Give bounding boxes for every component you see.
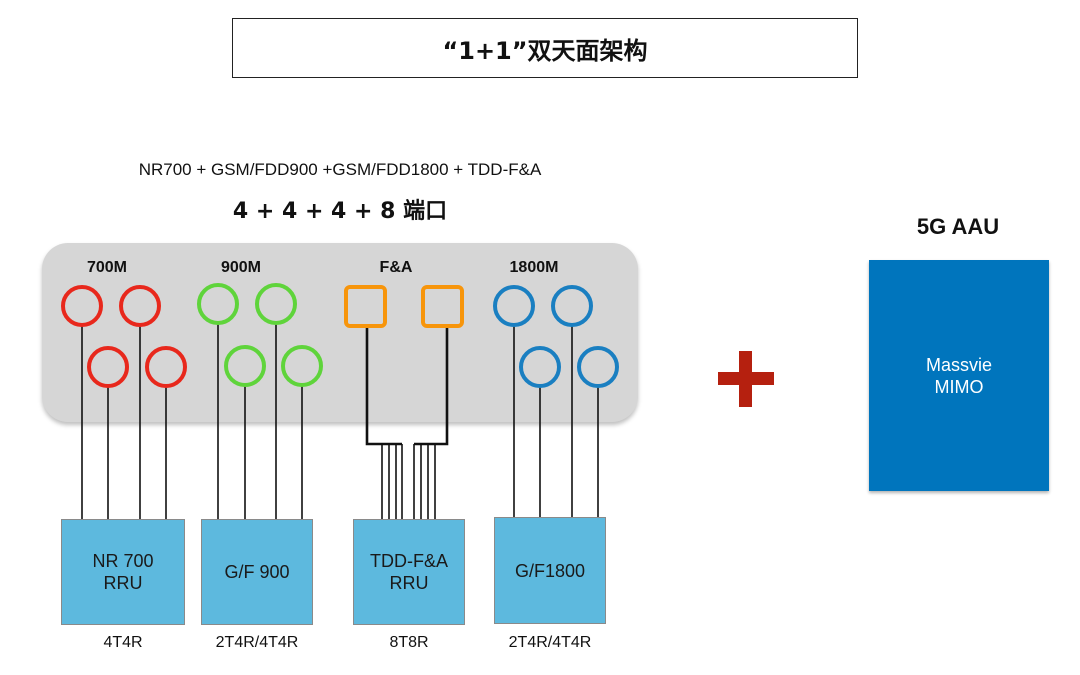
aau-label: 5G AAU [916,214,1000,239]
band-label-1800: 1800M [509,259,559,276]
rru-tdd-fa: TDD-F&A RRU [353,519,465,625]
antenna-port-circle [519,346,561,388]
bands-subtitle: NR700 + GSM/FDD900 +GSM/FDD1800 + TDD-F&… [138,160,542,179]
config-gf900: 2T4R/4T4R [215,634,299,651]
fa-bundle-right [414,327,449,446]
band-label-900: 900M [220,259,262,276]
plus-icon [718,351,774,407]
antenna-port-circle [577,346,619,388]
diagram-title: “1+1”双天面架构 [232,18,858,78]
antenna-port-circle [224,345,266,387]
antenna-port-circle [197,283,239,325]
antenna-port-square [344,285,387,328]
fa-bundle-left [365,327,402,446]
aau-box: Massvie MIMO [869,260,1049,491]
antenna-port-circle [493,285,535,327]
config-nr700: 4T4R [103,634,143,651]
antenna-port-circle [119,285,161,327]
rru-gf900: G/F 900 [201,519,313,625]
ports-summary: 4 + 4 + 4 + 8 端口 [232,199,448,224]
config-gf1800: 2T4R/4T4R [508,634,592,651]
antenna-port-circle [255,283,297,325]
antenna-port-circle [87,346,129,388]
antenna-port-circle [145,346,187,388]
antenna-panel [42,243,638,422]
antenna-port-circle [551,285,593,327]
antenna-port-square [421,285,464,328]
band-label-fa: F&A [379,259,413,276]
band-label-700: 700M [86,259,128,276]
rru-nr700: NR 700 RRU [61,519,185,625]
antenna-port-circle [281,345,323,387]
config-tdd-fa: 8T8R [389,634,429,651]
antenna-port-circle [61,285,103,327]
rru-gf1800: G/F1800 [494,517,606,624]
